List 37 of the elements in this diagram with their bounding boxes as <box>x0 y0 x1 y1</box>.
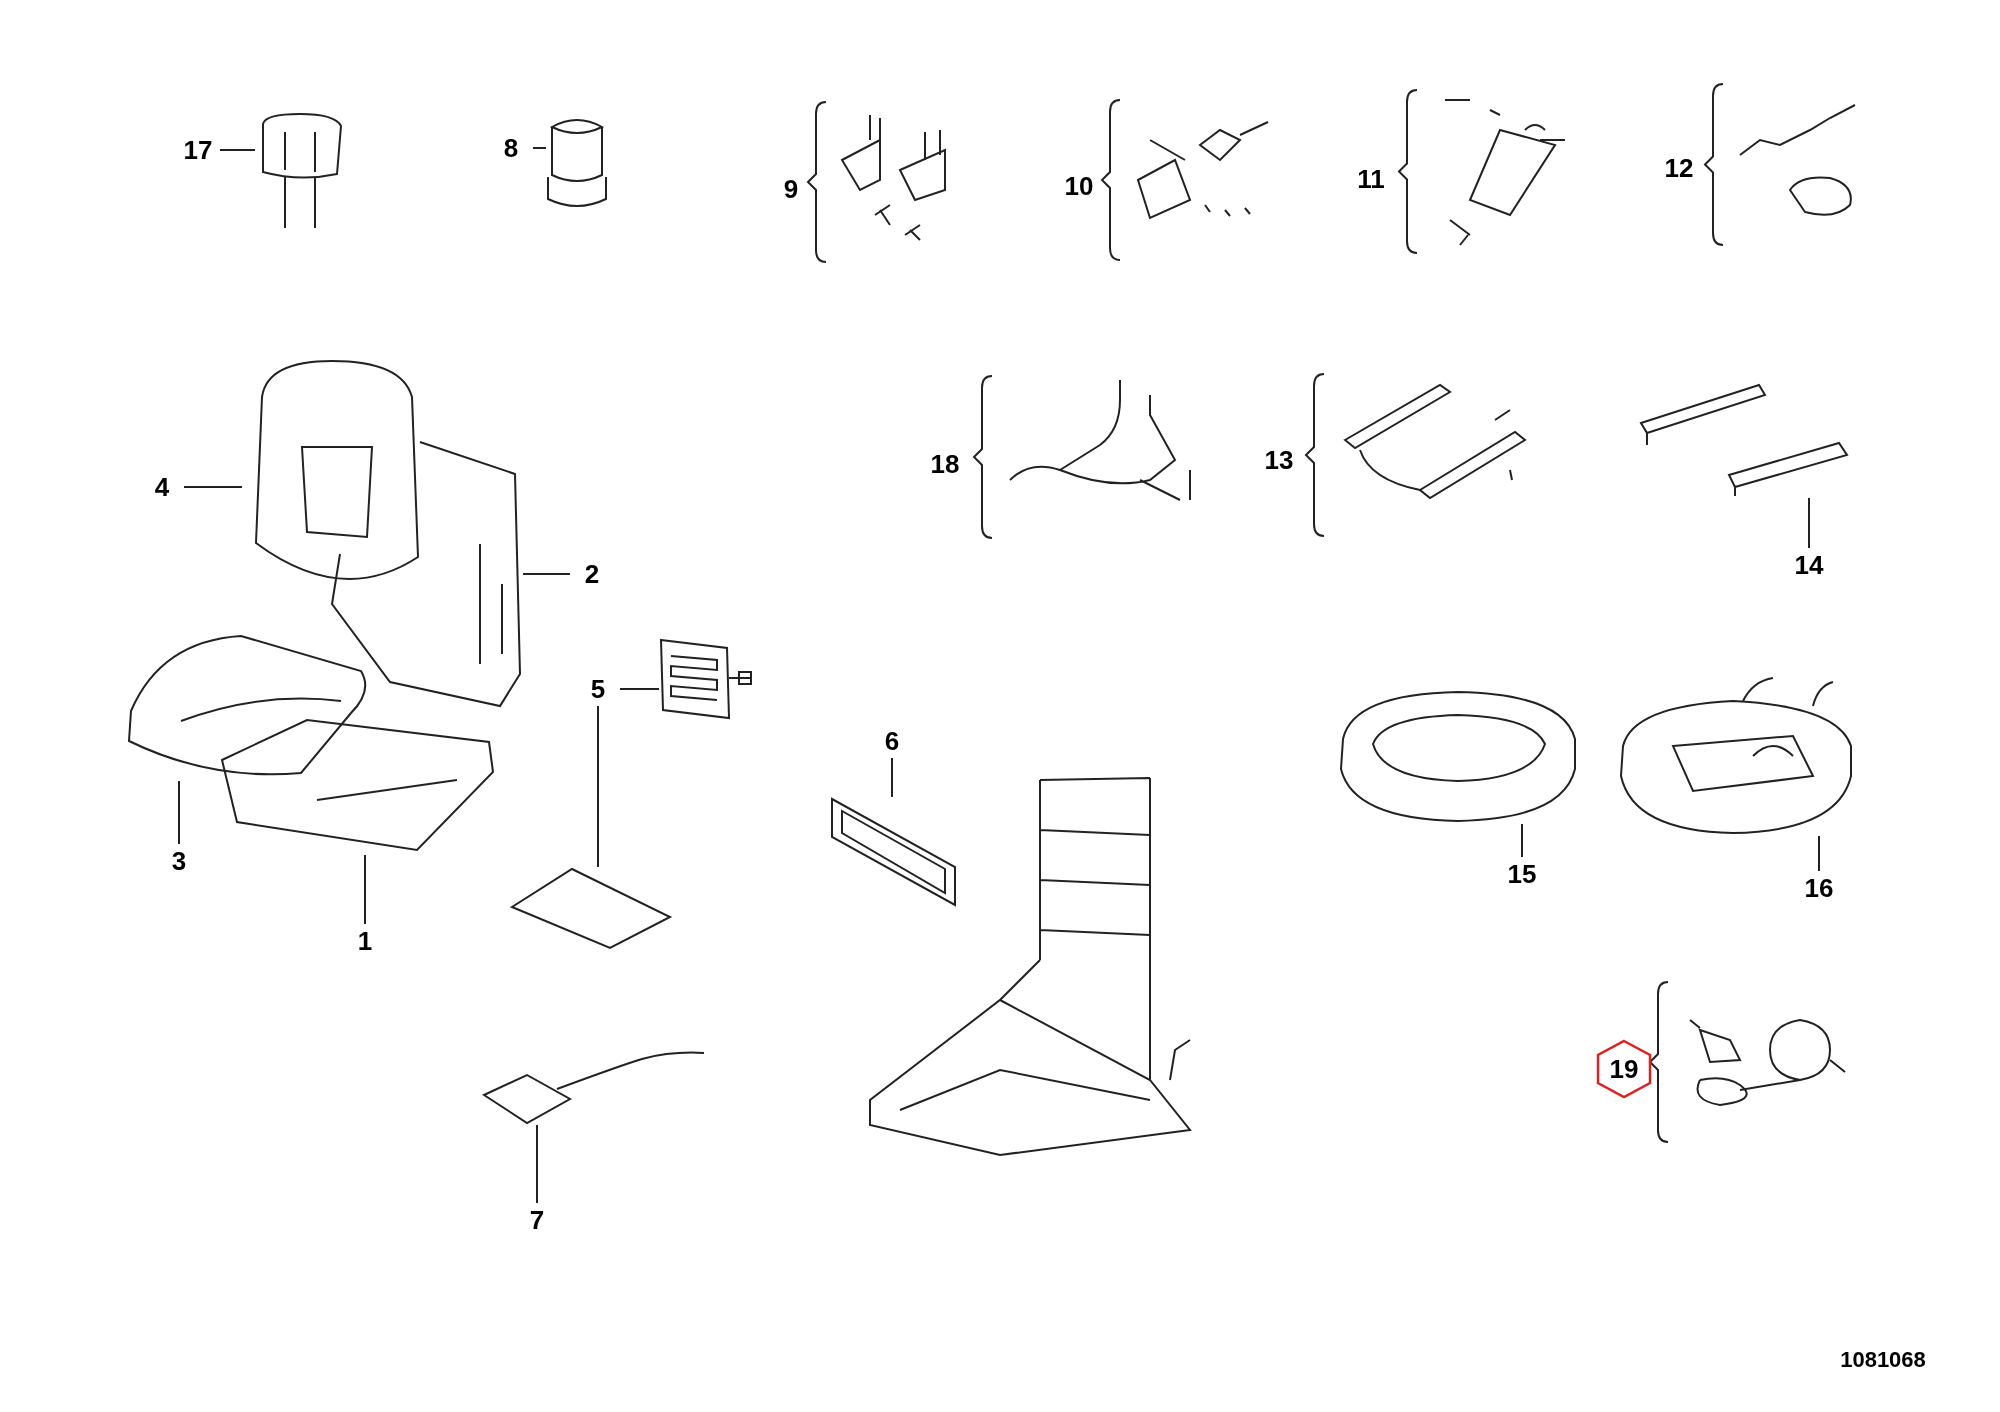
leader-line <box>219 149 256 151</box>
callout-number: 14 <box>1787 548 1831 582</box>
callout-number: 8 <box>489 131 533 165</box>
callout-number: 12 <box>1663 152 1695 185</box>
callout-number: 17 <box>176 133 220 167</box>
leader-line <box>178 780 180 845</box>
leader-line <box>364 854 366 925</box>
leader-line <box>891 757 893 798</box>
callout-number: 19 <box>1596 1039 1652 1099</box>
leader-line <box>183 486 243 488</box>
leader-line <box>1521 823 1523 858</box>
leader-line <box>522 573 571 575</box>
leader-line <box>597 705 599 868</box>
heating-pad-drawing <box>659 638 753 721</box>
leader-line <box>532 147 547 149</box>
callout-number: 6 <box>870 724 914 758</box>
callout-number: 4 <box>140 470 184 504</box>
leader-line <box>536 1124 538 1204</box>
callout-number: 15 <box>1500 857 1544 891</box>
callout-number: 5 <box>576 672 620 706</box>
lumbar-pad-drawing <box>830 797 957 908</box>
callout-number: 16 <box>1797 871 1841 905</box>
callout-number: 3 <box>157 844 201 878</box>
callout-number: 1 <box>343 924 387 958</box>
heating-pad-drawing <box>510 867 672 950</box>
callout-number: 18 <box>929 448 961 481</box>
callout-number: 2 <box>570 557 614 591</box>
leader-line <box>1818 835 1820 872</box>
mounting-bracket-drawing <box>1639 383 1851 498</box>
callout-number: 11 <box>1356 163 1386 196</box>
callout-number: 13 <box>1263 444 1295 477</box>
callout-number: 9 <box>782 173 800 206</box>
callout-number: 7 <box>515 1203 559 1237</box>
callout-number: 10 <box>1063 170 1095 203</box>
leader-line <box>1808 497 1810 549</box>
leader-line <box>619 688 660 690</box>
drawing-number: 1081068 <box>1839 1346 1927 1374</box>
